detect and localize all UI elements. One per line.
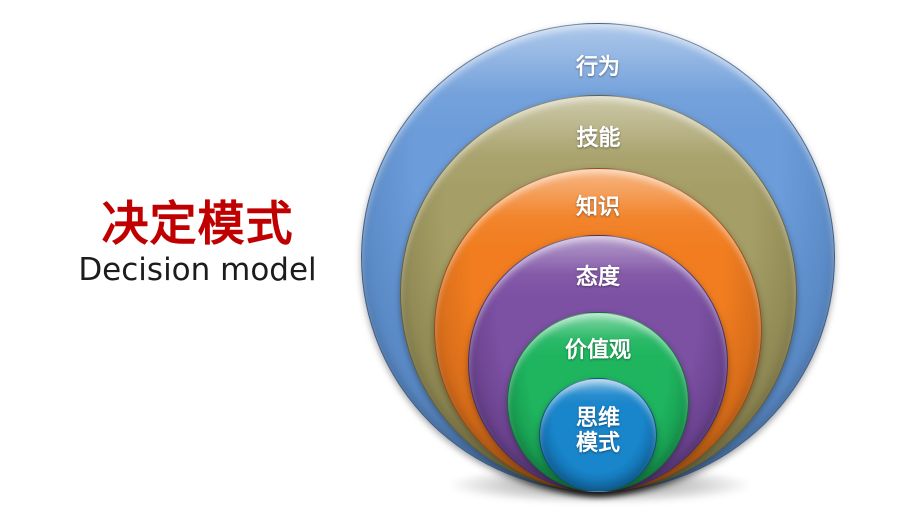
slide-title-zh: 决定模式: [101, 197, 294, 252]
title-block: 决定模式 Decision model: [40, 199, 355, 289]
ring-label-skills: 技能: [576, 126, 621, 151]
slide-title-en: Decision model: [78, 252, 317, 288]
ring-label-mindset: 思维 模式: [575, 406, 621, 456]
ring-mindset: 思维 模式: [539, 378, 657, 492]
ring-label-behavior: 行为: [575, 55, 621, 80]
ring-label-values: 价值观: [564, 338, 632, 363]
ring-label-knowledge: 知识: [575, 195, 621, 220]
ring-label-attitude: 态度: [575, 265, 621, 290]
